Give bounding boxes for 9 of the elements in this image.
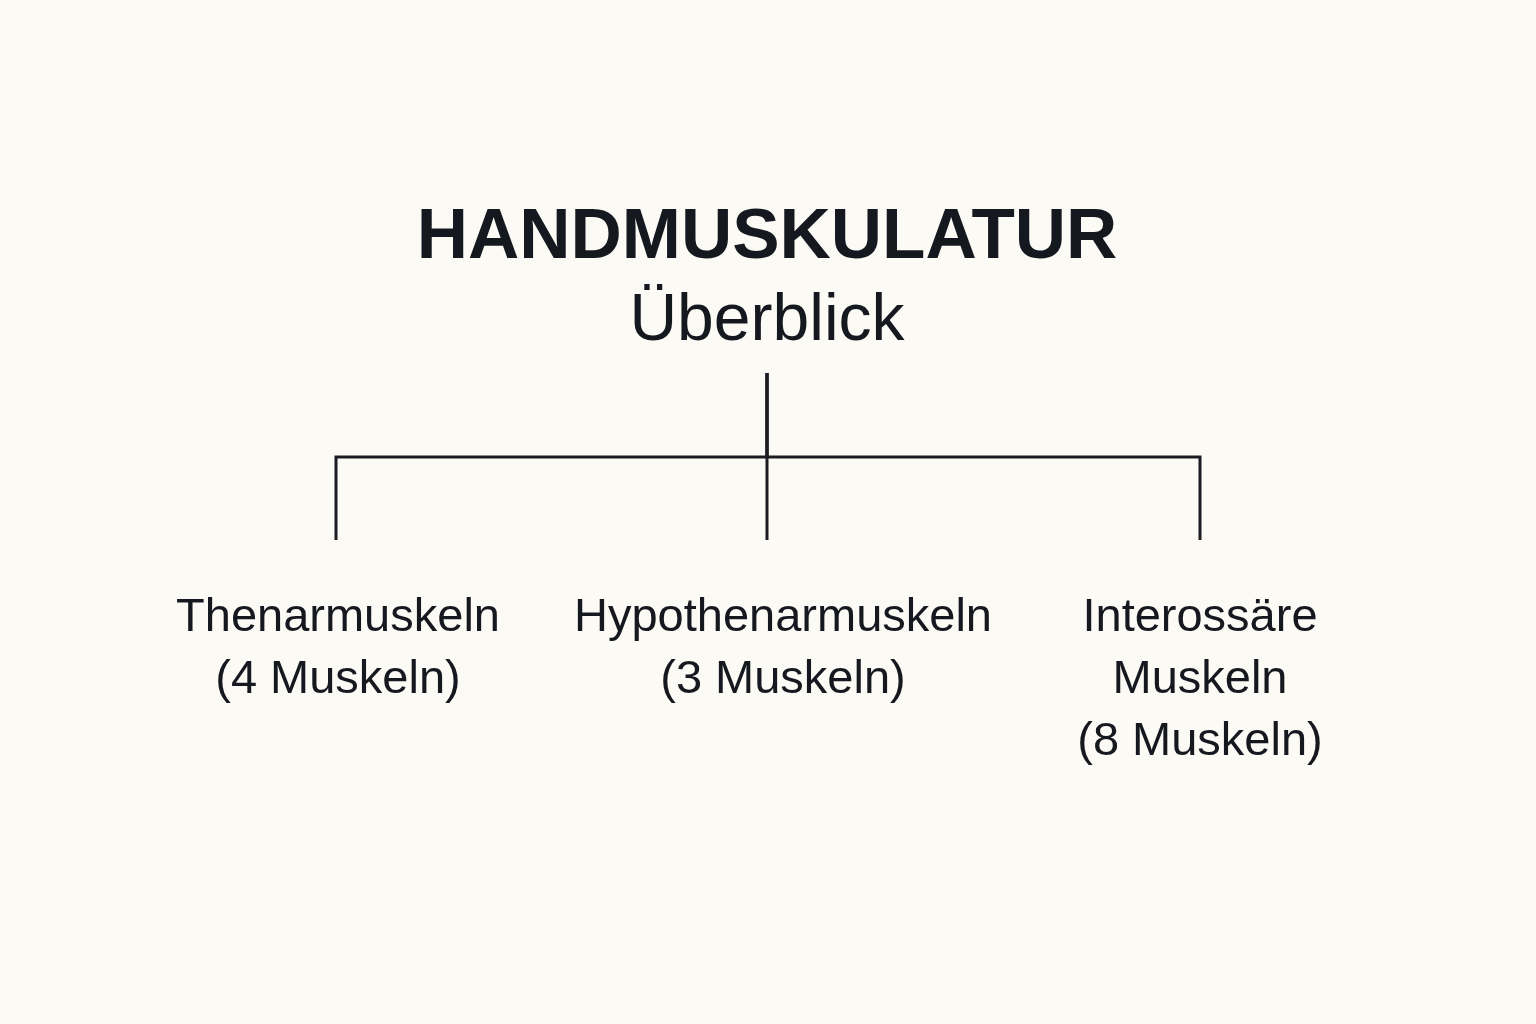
muscle-count-label: (4 Muskeln) xyxy=(215,650,461,703)
muscle-count-label: (8 Muskeln) xyxy=(1077,712,1323,765)
muscle-count-label: (3 Muskeln) xyxy=(660,650,906,703)
muscle-group-label: Hypothenarmuskeln xyxy=(574,588,992,641)
muscle-group-label: Interossäre Muskeln xyxy=(1082,588,1318,703)
connector-line xyxy=(765,373,1202,540)
diagram-heading: HANDMUSKULATUR xyxy=(416,194,1118,273)
diagram-subheading: Überblick xyxy=(629,280,905,354)
muscle-group-label: Thenarmuskeln xyxy=(176,588,500,641)
